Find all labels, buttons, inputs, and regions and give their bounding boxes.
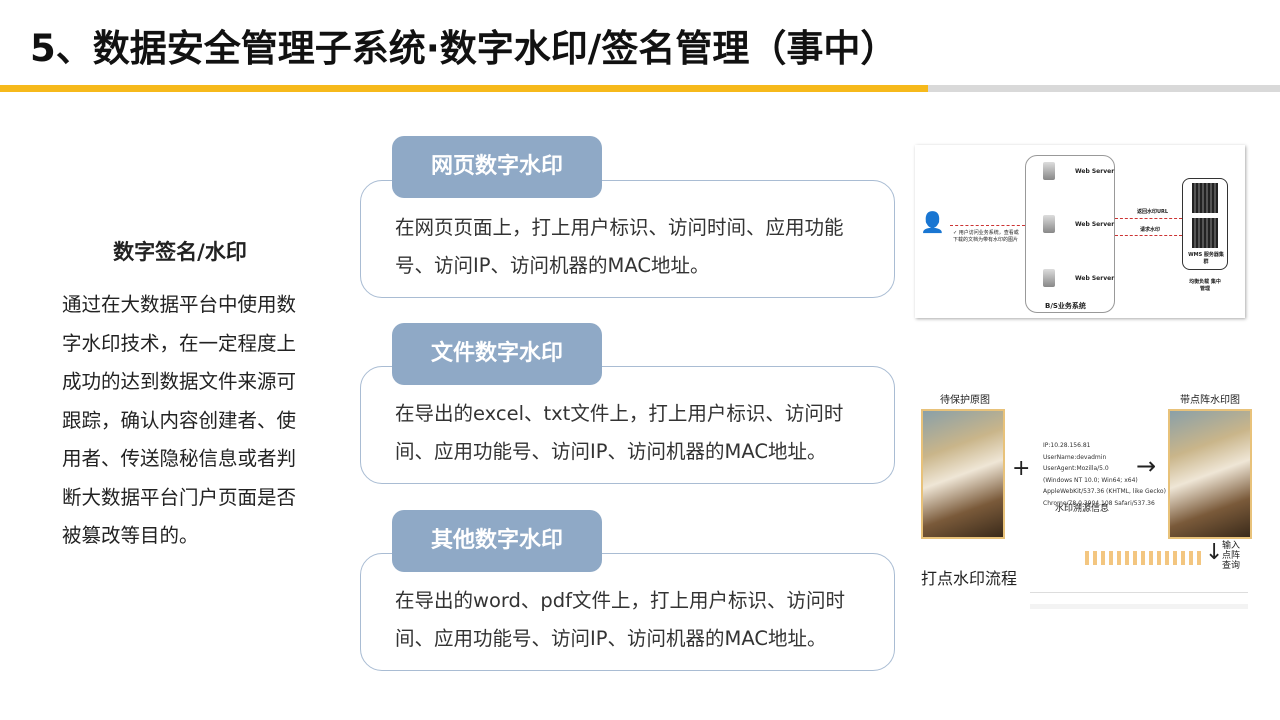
request-label: 请求水印 [1140, 227, 1161, 233]
dashed-arrow [950, 225, 1025, 226]
bs-label: B/S业务系统 [1045, 302, 1086, 310]
page-title: 5、数据安全管理子系统·数字水印/签名管理（事中） [30, 27, 898, 70]
info-line: UserAgent:Mozilla/5.0 [1043, 465, 1109, 472]
info-line: Chrome/78.0.3904.108 Safari/537.36 [1043, 499, 1155, 507]
original-painting [921, 409, 1005, 539]
server-label: Web Server [1075, 168, 1115, 175]
flow-caption: 打点水印流程 [921, 569, 1018, 588]
tab-file-watermark: 文件数字水印 [392, 323, 602, 385]
info-line: UserName:devadmin [1043, 453, 1107, 461]
server-icon [1043, 162, 1055, 180]
title-underline-grey [928, 85, 1280, 92]
section-description: 通过在大数据平台中使用数字水印技术，在一定程度上成功的达到数据文件来源可跟踪，确… [62, 293, 297, 547]
server-label: Web Server [1075, 221, 1115, 228]
card-text: 在导出的word、pdf文件上，打上用户标识、访问时间、应用功能号、访问IP、访… [395, 589, 846, 650]
info-line: AppleWebKit/537.36 (KHTML, like Gecko) [1043, 488, 1166, 495]
watermark-info: IP:10.28.156.81 UserName:devadmin UserAg… [1043, 440, 1166, 509]
title-underline-accent [0, 85, 928, 92]
card-text: 在导出的excel、txt文件上，打上用户标识、访问时间、应用功能号、访问IP、… [395, 402, 844, 463]
section-heading: 数字签名/水印 [113, 240, 247, 264]
plus-sign: + [1012, 456, 1031, 481]
rack-icon [1192, 183, 1218, 213]
wms-label: WMS 服务器集群 [1188, 252, 1224, 265]
server-icon [1043, 215, 1055, 233]
watermarked-label: 带点阵水印图 [1180, 395, 1240, 406]
user-note: ✓ 用户访问业务系统，查看或下载的文档为带有水印的图片 [953, 230, 1019, 243]
down-arrow: ↓ [1205, 540, 1224, 565]
info-label: 水印溯源信息 [1055, 504, 1110, 514]
return-url-label: 返回水印URL [1137, 209, 1169, 215]
wms-box [1182, 178, 1228, 270]
query-result-table [1030, 592, 1248, 620]
card-file-watermark: 在导出的excel、txt文件上，打上用户标识、访问时间、应用功能号、访问IP、… [360, 366, 895, 484]
server-icon [1043, 269, 1055, 287]
card-text: 在网页页面上，打上用户标识、访问时间、应用功能号、访问IP、访问机器的MAC地址… [395, 216, 844, 277]
dashed-arrow [1115, 218, 1182, 219]
tab-web-watermark: 网页数字水印 [392, 136, 602, 198]
right-arrow: → [1136, 452, 1157, 480]
original-label: 待保护原图 [940, 395, 990, 406]
server-label: Web Server [1075, 275, 1115, 282]
dashed-arrow [1115, 235, 1182, 236]
watermarked-painting [1168, 409, 1252, 539]
query-label: 输入点阵查询 [1222, 541, 1241, 571]
balance-label: 均衡负载 集中管理 [1189, 279, 1221, 292]
rack-icon [1192, 218, 1218, 248]
card-other-watermark: 在导出的word、pdf文件上，打上用户标识、访问时间、应用功能号、访问IP、访… [360, 553, 895, 671]
card-web-watermark: 在网页页面上，打上用户标识、访问时间、应用功能号、访问IP、访问机器的MAC地址… [360, 180, 895, 298]
dot-matrix [1085, 551, 1201, 565]
user-icon: 👤 [920, 210, 945, 234]
info-line: IP:10.28.156.81 [1043, 442, 1091, 449]
info-line: (Windows NT 10.0; Win64; x64) [1043, 476, 1138, 484]
tab-other-watermark: 其他数字水印 [392, 510, 602, 572]
web-watermark-diagram: Web Server Web Server Web Server B/S业务系统… [915, 145, 1245, 318]
bs-system-box [1025, 155, 1115, 313]
